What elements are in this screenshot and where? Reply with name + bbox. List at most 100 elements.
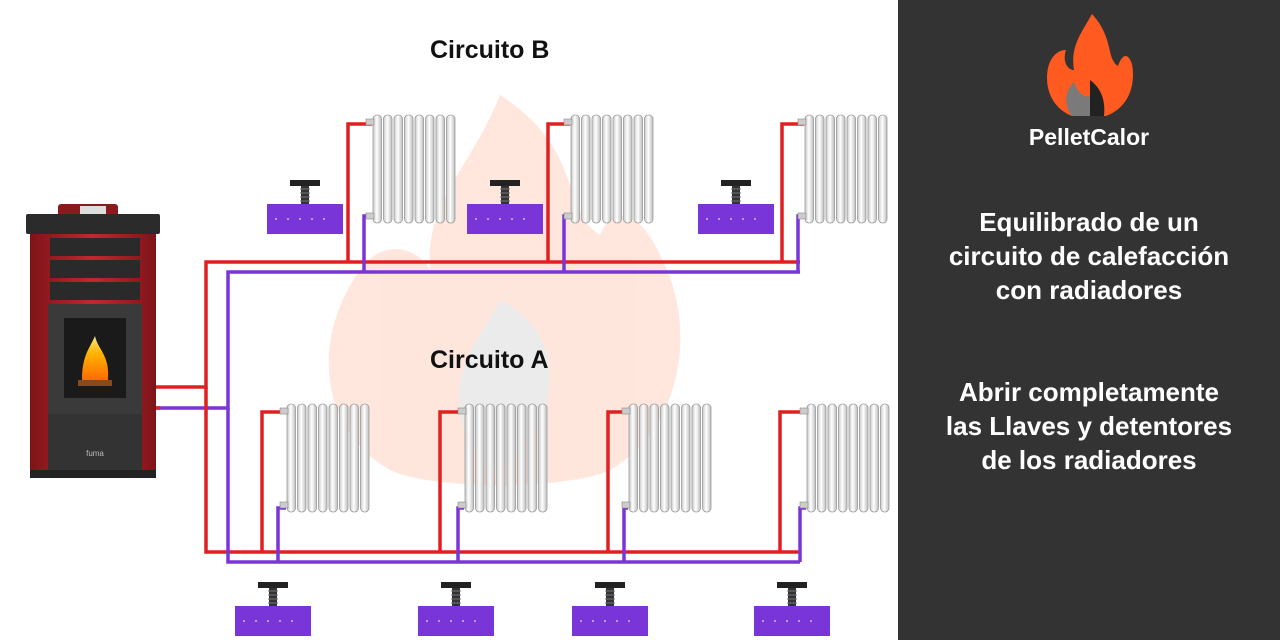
radiator-fin [681, 403, 691, 513]
radiator-fin [825, 114, 835, 224]
radiator-fin [527, 403, 537, 513]
radiator-fin [612, 114, 622, 224]
balancing-valve-circuit-a [418, 582, 494, 636]
radiator-fin [848, 403, 858, 513]
balancing-valve-circuit-b [267, 180, 343, 234]
supply-pipe-circuit-b [156, 260, 800, 389]
radiator-fin [307, 403, 317, 513]
radiator-fin [349, 403, 359, 513]
radiator-fin [464, 403, 474, 513]
panel-heading: Equilibrado de un circuito de calefacció… [908, 205, 1270, 307]
radiator-circuit-a [799, 403, 890, 513]
supply-riser-circuit-a [438, 410, 464, 552]
radiator-fin [836, 114, 846, 224]
return-riser-circuit-a [456, 506, 464, 562]
radiator-circuit-a [457, 403, 548, 513]
pipe-network [156, 122, 806, 564]
radiator-circuit-b [563, 114, 654, 224]
valve-body [572, 606, 648, 636]
valve-handle [777, 582, 807, 588]
instruction-line: Abrir completamente [958, 377, 1220, 407]
radiator-inlet-valve [457, 407, 467, 415]
valve-body [467, 204, 543, 234]
radiator-fin [383, 114, 393, 224]
radiator-inlet-valve [563, 118, 573, 126]
valve-handle [290, 180, 320, 186]
radiator-fin [838, 403, 848, 513]
valve-group [235, 180, 830, 636]
radiator-fin [339, 403, 349, 513]
radiator-fin [517, 403, 527, 513]
radiator-fin [691, 403, 701, 513]
radiator-fin [644, 114, 654, 224]
instruction-line: de los radiadores [981, 445, 1197, 475]
valve-stem [452, 588, 460, 606]
diagram-canvas: fuma [26, 95, 890, 636]
radiator-fin [570, 114, 580, 224]
radiator-fin [670, 403, 680, 513]
heading-line: Equilibrado de un [979, 207, 1199, 237]
info-panel: PelletCalor Equilibrado de un circuito d… [898, 0, 1280, 640]
valve-stem [606, 588, 614, 606]
supply-riser-circuit-a [778, 410, 806, 552]
radiator-circuit-b [797, 114, 888, 224]
supply-riser-circuit-a [260, 410, 286, 552]
radiator-fin [414, 114, 424, 224]
radiator-fin [867, 114, 877, 224]
heading-line: con radiadores [995, 275, 1183, 305]
radiator-fin [702, 403, 712, 513]
heading-line: circuito de calefacción [948, 241, 1230, 271]
valve-stem [788, 588, 796, 606]
radiator-fin [633, 114, 643, 224]
radiator-fin [425, 114, 435, 224]
balancing-valve-circuit-b [467, 180, 543, 234]
radiator-fin [286, 403, 296, 513]
valve-handle [595, 582, 625, 588]
supply-riser-circuit-b [780, 122, 804, 262]
radiator-outlet-valve [799, 501, 809, 509]
return-riser-circuit-a [798, 506, 806, 562]
radiator-group [279, 114, 890, 513]
instruction-line: las Llaves y detentores [945, 411, 1233, 441]
radiator-fin [506, 403, 516, 513]
radiator-outlet-valve [621, 501, 631, 509]
radiator-fin [859, 403, 869, 513]
radiator-fin [318, 403, 328, 513]
supply-riser-circuit-a [606, 410, 628, 552]
return-riser-circuit-a [276, 506, 286, 562]
valve-stem [301, 186, 309, 204]
radiator-fin [602, 114, 612, 224]
balancing-valve-circuit-a [235, 582, 311, 636]
return-pipe-circuit-b [156, 270, 800, 410]
radiator-fin [869, 403, 879, 513]
radiator-fin [496, 403, 506, 513]
radiator-fin [806, 403, 816, 513]
radiator-fin [446, 114, 456, 224]
radiator-fin [591, 114, 601, 224]
radiator-fin [660, 403, 670, 513]
radiator-fin [372, 114, 382, 224]
return-riser-circuit-a [622, 506, 628, 562]
radiator-fin [538, 403, 548, 513]
radiator-fin [649, 403, 659, 513]
balancing-valve-circuit-b [698, 180, 774, 234]
radiator-fin [328, 403, 338, 513]
valve-body [698, 204, 774, 234]
radiator-fin [435, 114, 445, 224]
radiator-fin [878, 114, 888, 224]
radiator-fin [485, 403, 495, 513]
radiator-fin [827, 403, 837, 513]
radiator-outlet-valve [563, 212, 573, 220]
supply-riser-circuit-b [346, 122, 372, 262]
valve-stem [269, 588, 277, 606]
supply-pipe-circuit-a [204, 387, 800, 554]
radiator-inlet-valve [365, 118, 375, 126]
valve-stem [732, 186, 740, 204]
radiator-circuit-b [365, 114, 456, 224]
stove-brand-mark: fuma [86, 449, 104, 458]
radiator-fin [817, 403, 827, 513]
radiator-inlet-valve [797, 118, 807, 126]
radiator-fin [857, 114, 867, 224]
valve-body [267, 204, 343, 234]
radiator-fin [804, 114, 814, 224]
